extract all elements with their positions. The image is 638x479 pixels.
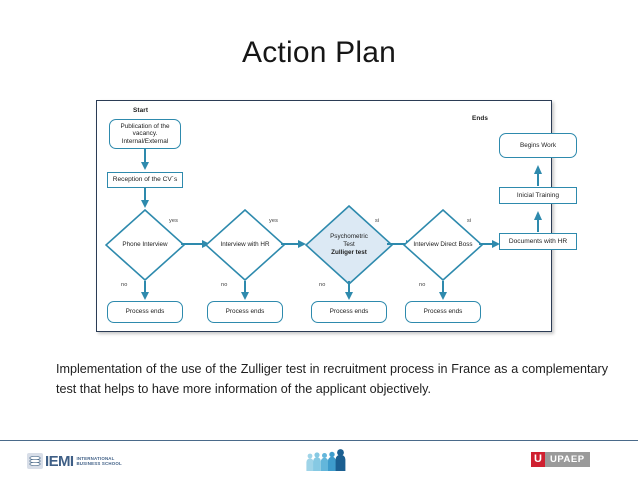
- upaep-logo: U UPAEP: [531, 452, 590, 467]
- arrow-training-to-begins-work: [531, 165, 545, 187]
- edge-label-no-boss: no: [419, 282, 426, 288]
- footer-divider: [0, 440, 638, 441]
- node-inicial-training[interactable]: Inicial Training: [499, 187, 577, 204]
- edge-label-no-phone: no: [121, 282, 128, 288]
- arrow-hr-no-to-process-ends: [238, 281, 252, 301]
- diamond-shape: [205, 209, 285, 281]
- node-process-ends-4[interactable]: Process ends: [405, 301, 481, 323]
- iemi-wordmark: IEMI: [45, 452, 74, 470]
- node-documents-with-hr[interactable]: Documents with HR: [499, 233, 577, 250]
- stacked-layers-icon: [27, 453, 43, 469]
- iemi-logo: IEMI INTERNATIONAL BUSINESS SCHOOL: [27, 451, 122, 471]
- node-process-ends-1[interactable]: Process ends: [107, 301, 183, 323]
- node-process-ends-2[interactable]: Process ends: [207, 301, 283, 323]
- arrow-boss-no-to-process-ends: [436, 281, 450, 301]
- edge-label-yes-hr: yes: [269, 218, 279, 224]
- node-process-ends-3[interactable]: Process ends: [311, 301, 387, 323]
- upaep-wordmark: UPAEP: [545, 452, 590, 467]
- flow-start-label: Start: [133, 107, 149, 114]
- arrow-reception-to-phone-interview: [138, 188, 152, 209]
- node-reception-of-cvs[interactable]: Reception of the CV´s: [107, 172, 183, 188]
- iemi-tagline: INTERNATIONAL BUSINESS SCHOOL: [76, 456, 121, 467]
- arrow-hr-yes-to-psychometric: [281, 239, 307, 249]
- edge-label-no-psychometric: no: [319, 282, 326, 288]
- edge-label-si-boss: si: [467, 218, 472, 224]
- footer: IEMI INTERNATIONAL BUSINESS SCHOOL U: [0, 441, 638, 479]
- page-title: Action Plan: [242, 36, 396, 69]
- edge-label-no-hr: no: [221, 282, 228, 288]
- flowchart-frame: Start Ends Publication of the vacancy. I…: [96, 100, 577, 332]
- caption-text: Implementation of the use of the Zullige…: [56, 362, 608, 396]
- diamond-shape: [305, 205, 393, 285]
- flow-ends-label: Ends: [472, 115, 489, 122]
- iemi-tagline-line2: BUSINESS SCHOOL: [76, 461, 122, 466]
- iemi-tagline-line1: INTERNATIONAL: [76, 455, 115, 461]
- diamond-shape: [403, 209, 483, 281]
- edge-label-si-psychometric: si: [375, 218, 380, 224]
- arrow-psychometric-no-to-process-ends: [342, 281, 356, 301]
- upaep-initial-badge: U: [531, 452, 545, 467]
- flowchart-canvas: Start Ends Publication of the vacancy. I…: [97, 101, 577, 331]
- people-group-icon: [306, 449, 346, 471]
- arrow-documents-to-training: [531, 211, 545, 233]
- arrow-boss-si-to-documents: [479, 239, 501, 249]
- edge-label-yes-phone: yes: [169, 218, 179, 224]
- diamond-shape: [105, 209, 185, 281]
- arrow-phone-no-to-process-ends: [138, 281, 152, 301]
- arrow-publication-to-reception: [138, 149, 152, 171]
- decision-psychometric-test[interactable]: Psychometric Test Zulliger test: [305, 205, 393, 285]
- node-begins-work[interactable]: Begins Work: [499, 133, 577, 158]
- node-publication-of-vacancy[interactable]: Publication of the vacancy. Internal/Ext…: [109, 119, 181, 149]
